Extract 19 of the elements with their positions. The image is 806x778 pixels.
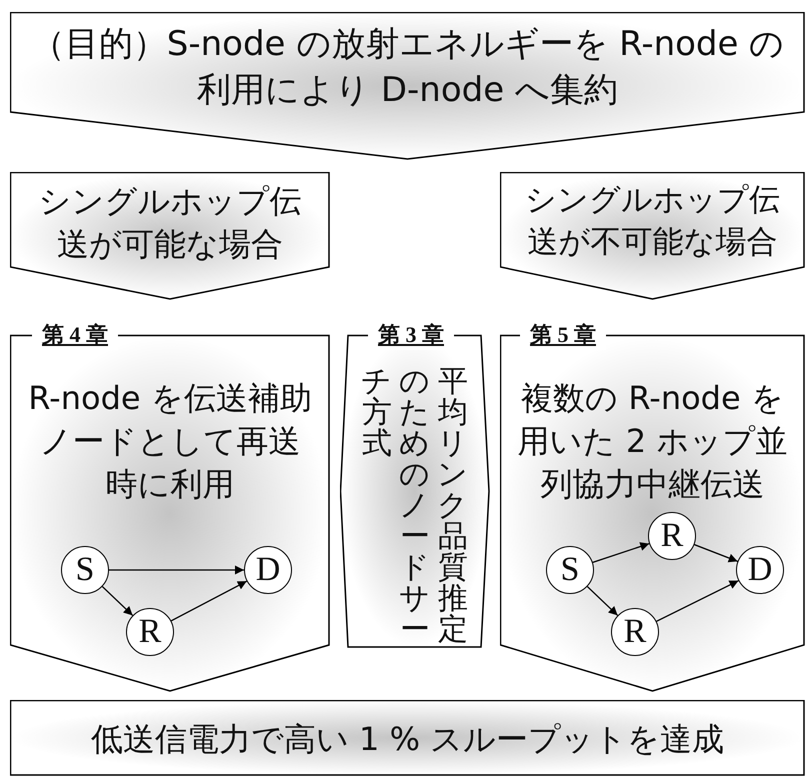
chevron-box — [10, 12, 805, 160]
box-text: （目的）S-node の放射エネルギーを R-node の利用により D-node へ集約 — [30, 23, 786, 112]
arrow — [694, 544, 738, 562]
box-text: 平均リンク品質推定のためのノードサーチ方式 — [362, 366, 468, 649]
box-text: R-node を伝送補助ノードとして再送時に利用 — [27, 378, 313, 506]
arrow — [656, 580, 739, 622]
chapter-heading: 第 3 章 — [368, 320, 454, 350]
box-text: シングルホップ伝送が可能な場合 — [38, 181, 302, 266]
chevron-box — [10, 172, 330, 300]
arrow — [102, 586, 134, 616]
box-text: 低送信電力で高い 1 % スループットを達成 — [90, 719, 726, 760]
banner-box — [10, 700, 805, 776]
box-text: シングルホップ伝送が不可能な場合 — [524, 181, 781, 262]
chevron-box — [500, 172, 805, 300]
arrow — [592, 542, 650, 564]
box-text: 複数の R-node を用いた 2 ホップ並列協力中継伝送 — [516, 378, 788, 506]
arrow — [109, 566, 244, 574]
arrow — [586, 586, 618, 616]
arrow — [170, 580, 248, 622]
